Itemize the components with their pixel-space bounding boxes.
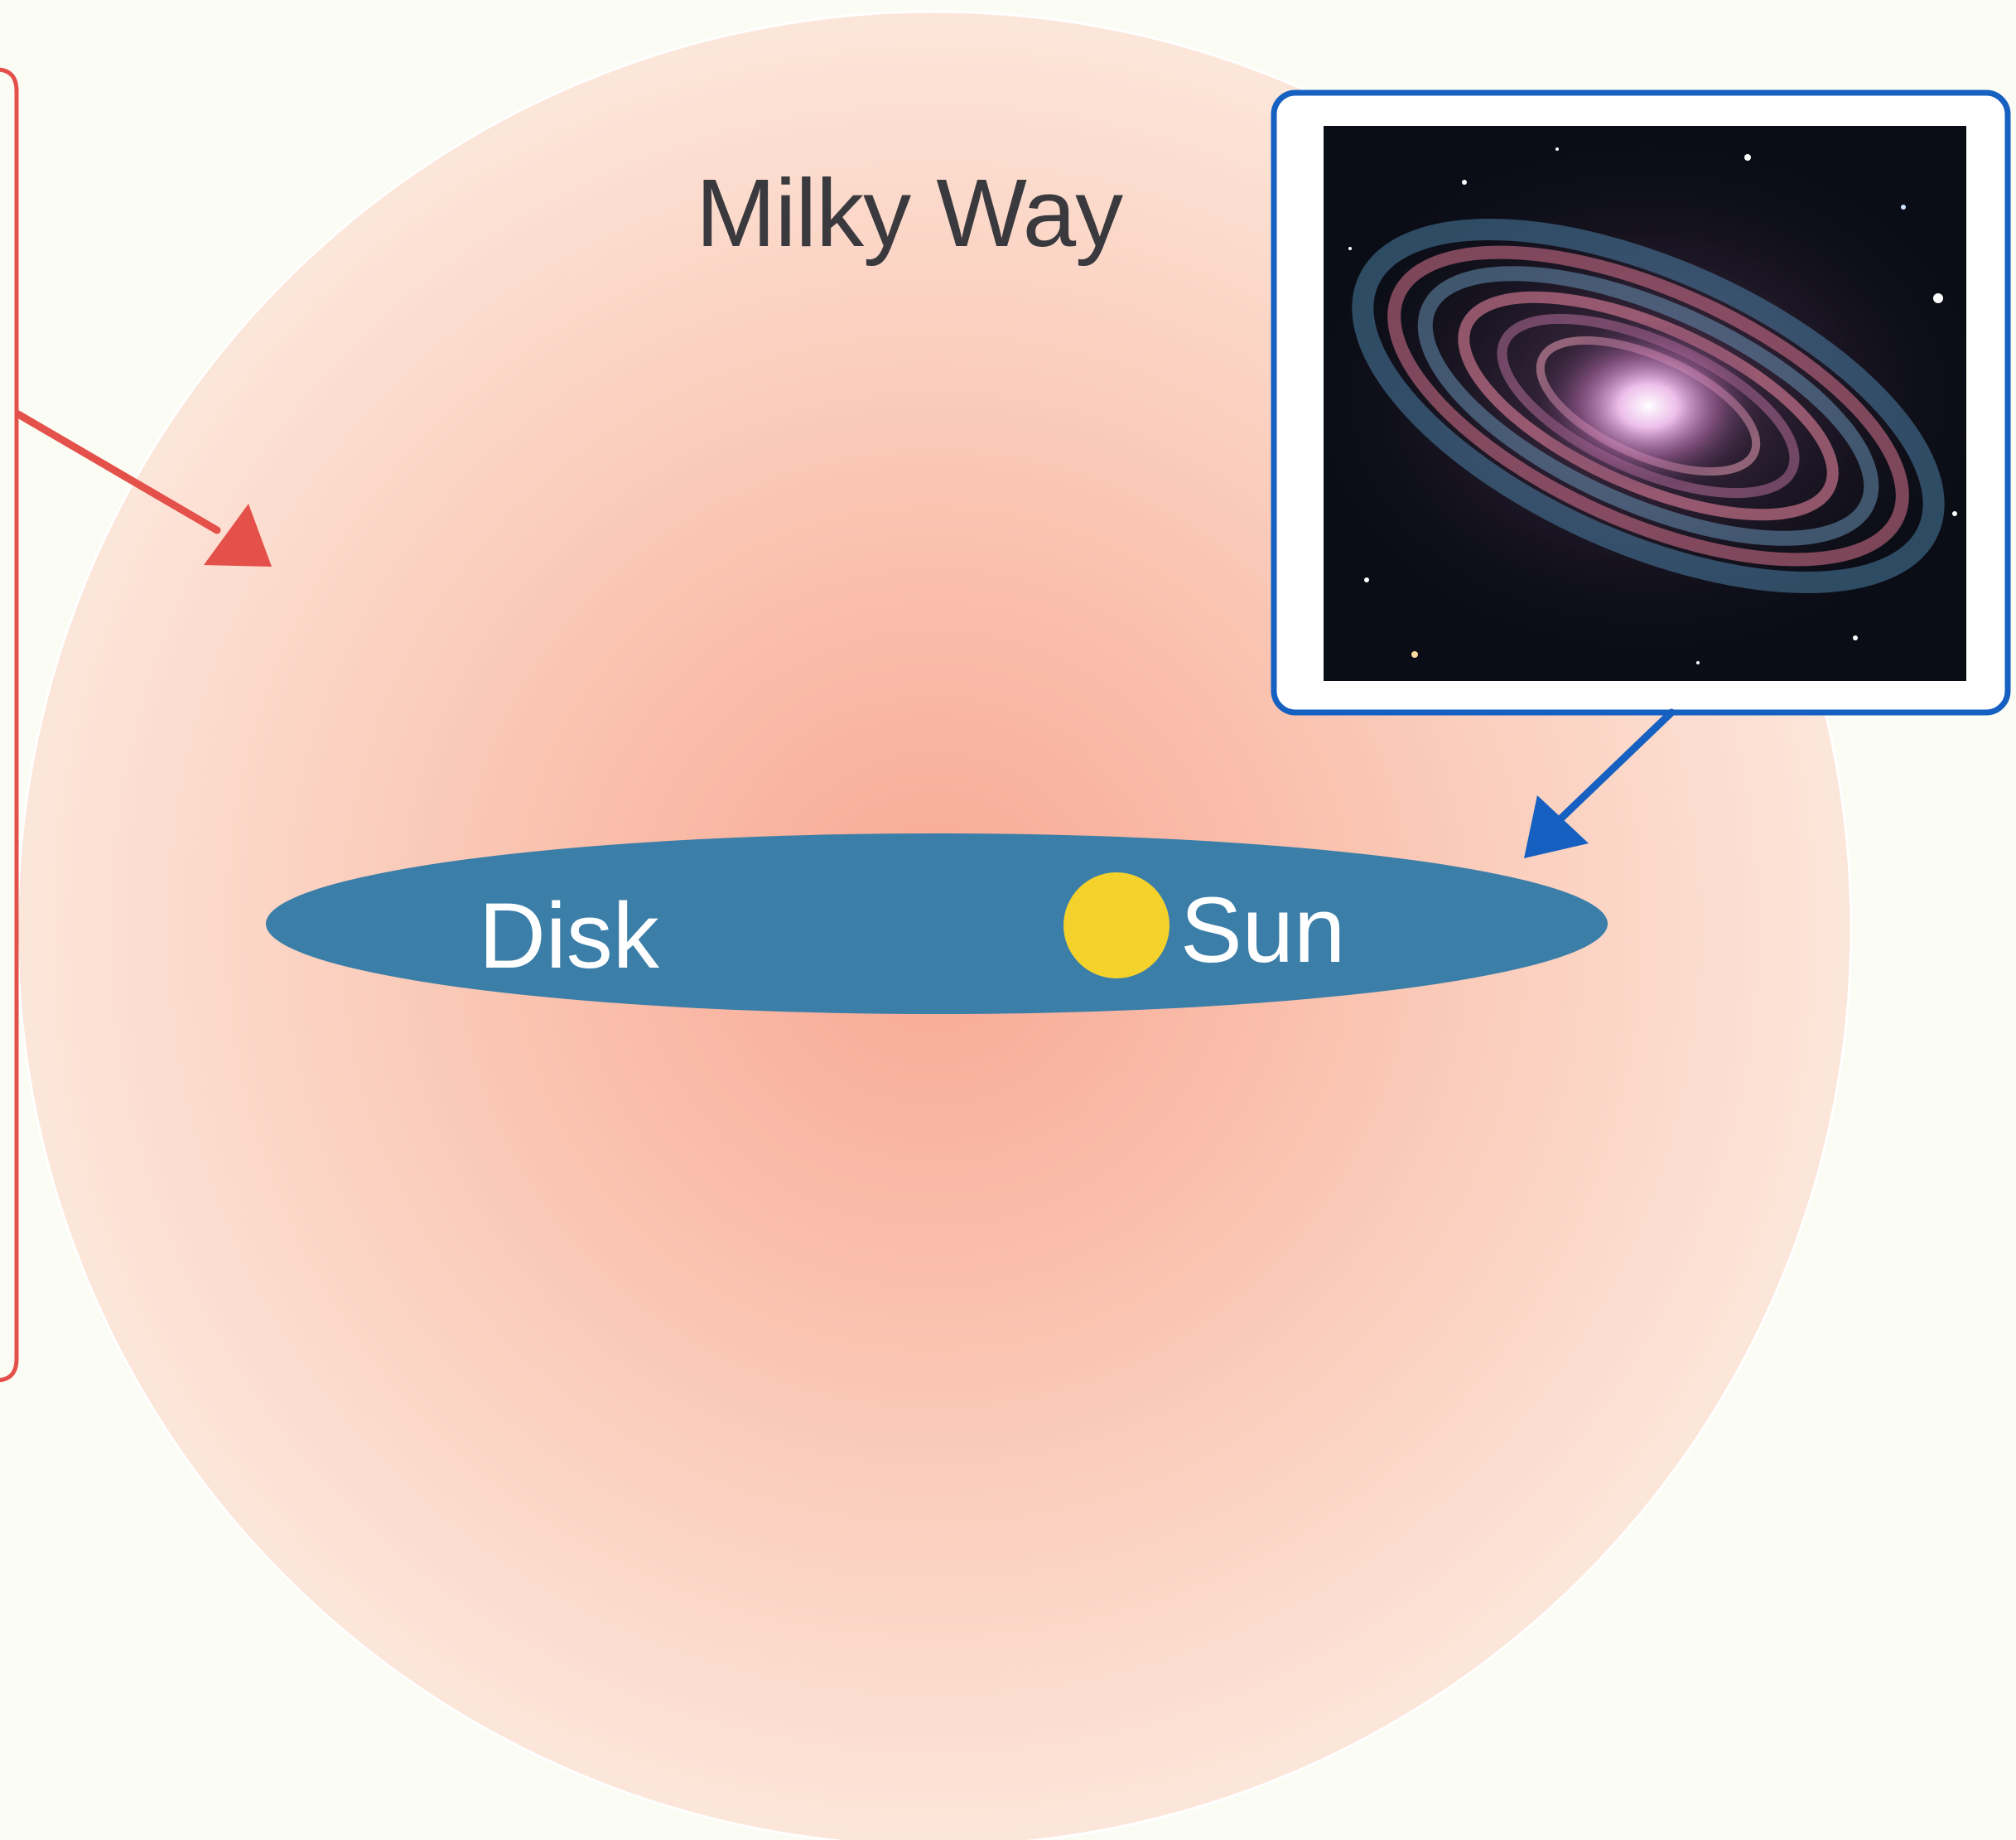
- arrow-down-right-icon: [14, 410, 272, 567]
- galaxy-photo: [1324, 126, 1966, 681]
- sun-marker: [1063, 872, 1170, 978]
- diagram-title: Milky Way: [696, 159, 1123, 267]
- arrow-down-left-icon: [1524, 708, 1676, 858]
- disk-label: Disk: [479, 884, 659, 988]
- left-callout-bracket: [0, 67, 19, 1383]
- sun-label: Sun: [1180, 878, 1346, 982]
- galactic-disk: [266, 833, 1608, 1014]
